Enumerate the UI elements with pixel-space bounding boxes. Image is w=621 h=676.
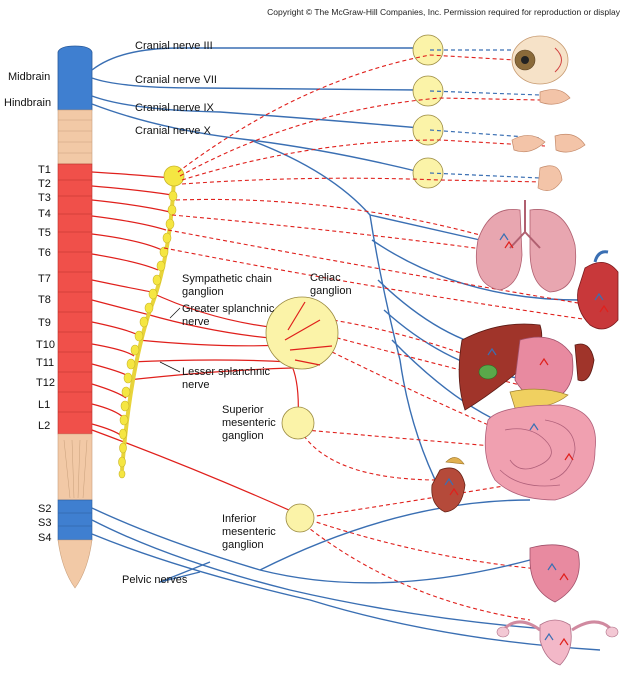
superior-mesenteric-ganglion xyxy=(282,407,314,439)
organs xyxy=(432,36,618,665)
segment-label-T10: T10 xyxy=(36,339,55,351)
brainstem-segment xyxy=(58,46,92,110)
parotid-gland-illustration xyxy=(538,166,562,191)
adrenal-gland-illustration xyxy=(446,457,464,464)
segment-label-L2: L2 xyxy=(38,420,50,432)
pelvic-nerves-label: Pelvic nerves xyxy=(122,574,188,586)
lesser-splanchnic-nerve-label: Lesser splanchnic nerve xyxy=(182,366,273,391)
sublingual-gland-illustration xyxy=(555,134,585,152)
segment-label-L1: L1 xyxy=(38,399,50,411)
segment-label-S4: S4 xyxy=(38,532,51,544)
segment-label-T3: T3 xyxy=(38,192,51,204)
cranial-nerve-X-label: Cranial nerve X xyxy=(135,125,211,137)
segment-label-T6: T6 xyxy=(38,247,51,259)
copyright-notice: Copyright © The McGraw-Hill Companies, I… xyxy=(267,7,621,17)
segment-label-T11: T11 xyxy=(36,357,54,369)
greater-splanchnic-nerve-label: Greater splanchnic nerve xyxy=(182,303,277,328)
gallbladder-illustration xyxy=(479,365,497,379)
spleen-illustration xyxy=(575,344,594,381)
segment-label-S2: S2 xyxy=(38,503,51,515)
segment-label-T7: T7 xyxy=(38,273,51,285)
cranial-nerve-III-label: Cranial nerve III xyxy=(135,40,213,52)
segment-label-T4: T4 xyxy=(38,208,51,220)
inferior-mesenteric-ganglion xyxy=(286,504,314,532)
coccygeal-segment xyxy=(58,540,92,588)
lacrimal-gland-illustration xyxy=(540,90,570,105)
inferior-mesenteric-ganglion-label: Inferior mesenteric ganglion xyxy=(222,513,279,551)
celiac-ganglion-label: Celiac ganglion xyxy=(310,272,352,297)
segment-label-T5: T5 xyxy=(38,227,51,239)
cervical-segment xyxy=(58,110,92,164)
cranial-nerve-IX-label: Cranial nerve IX xyxy=(135,102,215,114)
superior-mesenteric-ganglion-label: Superior mesenteric ganglion xyxy=(222,404,279,442)
sympathetic-chain-label: Sympathetic chain ganglion xyxy=(182,273,275,298)
right-lung-illustration xyxy=(476,209,522,290)
vagus-lung-branch xyxy=(370,215,480,240)
sacral-segment xyxy=(58,500,92,540)
segment-label-T1: T1 xyxy=(38,164,51,176)
segment-label-S3: S3 xyxy=(38,517,51,529)
urinary-bladder-illustration xyxy=(530,545,579,602)
segment-label-T9: T9 xyxy=(38,317,51,329)
submandibular-gland-illustration xyxy=(512,135,545,151)
segment-label-T12: T12 xyxy=(36,377,55,389)
left-lung-illustration xyxy=(530,209,576,292)
hindbrain-label: Hindbrain xyxy=(4,97,51,109)
midbrain-label: Midbrain xyxy=(8,71,50,83)
segment-labels: T1 T2 T3 T4 T5 T6 T7 T8 T9 T10 T11 T12 L… xyxy=(36,164,55,544)
spinal-cord xyxy=(58,46,92,588)
segment-label-T2: T2 xyxy=(38,178,51,190)
thoracolumbar-segment xyxy=(58,164,92,434)
cranial-nerve-VII-label: Cranial nerve VII xyxy=(135,74,217,86)
eye-illustration xyxy=(512,36,568,84)
segment-label-T8: T8 xyxy=(38,294,51,306)
